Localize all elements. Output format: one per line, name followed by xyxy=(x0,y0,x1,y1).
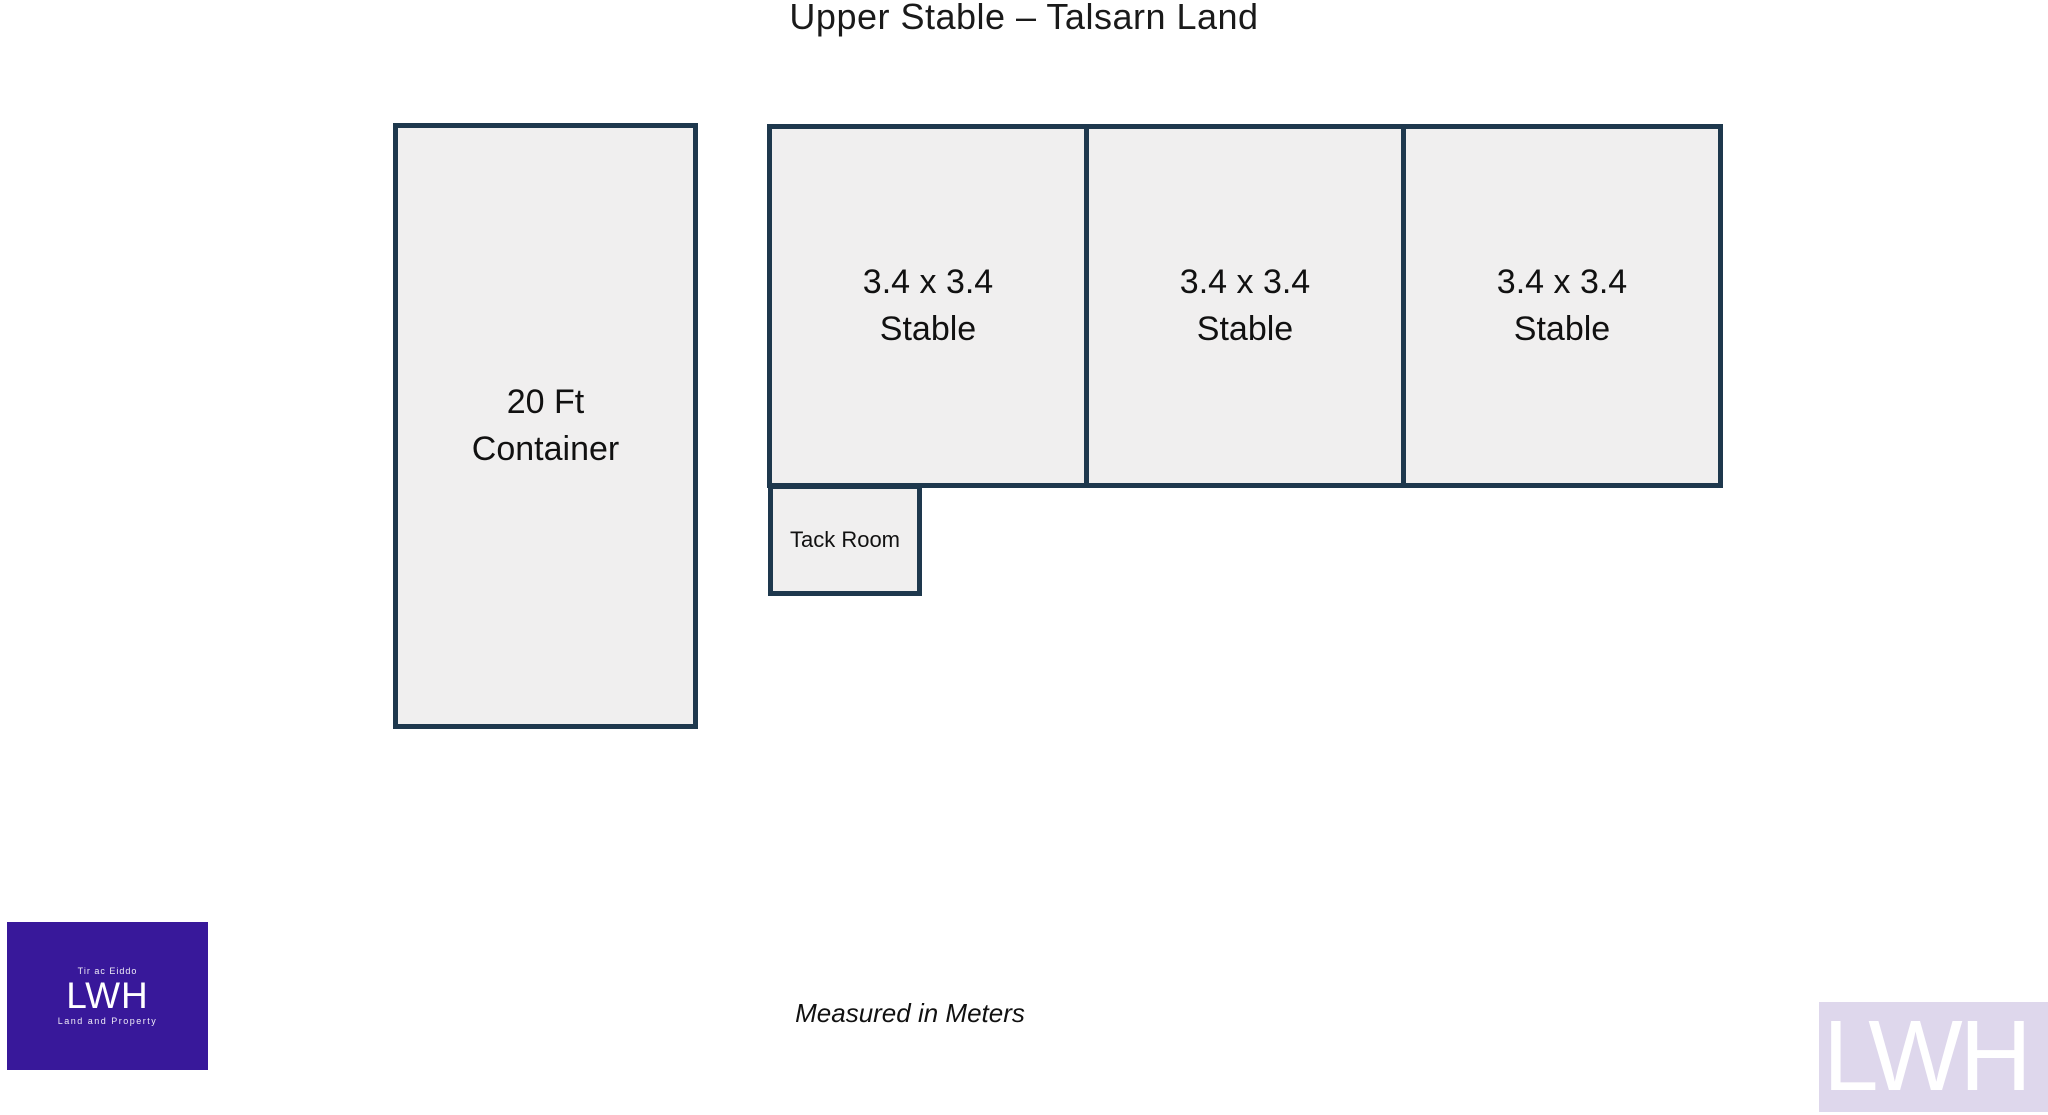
room-stable-3: 3.4 x 3.4 Stable xyxy=(1401,129,1718,483)
room-container: 20 Ft Container xyxy=(393,123,698,729)
stable-block: 3.4 x 3.4 Stable 3.4 x 3.4 Stable 3.4 x … xyxy=(767,124,1723,488)
lwh-logo-tagline-bottom: Land and Property xyxy=(57,1016,158,1026)
room-tack: Tack Room xyxy=(768,484,922,596)
stable-2-name: Stable xyxy=(1196,310,1294,348)
stable-2-label: 3.4 x 3.4 Stable xyxy=(1180,259,1310,353)
room-stable-1: 3.4 x 3.4 Stable xyxy=(772,129,1084,483)
lwh-logo-initials: LWH xyxy=(66,975,149,1016)
lwh-watermark: LWH xyxy=(1819,1002,2048,1112)
stable-3-name: Stable xyxy=(1513,310,1611,348)
lwh-logo-tagline-top: Tir ac Eiddo xyxy=(77,966,138,976)
container-label: 20 Ft Container xyxy=(472,379,619,473)
stable-2-size: 3.4 x 3.4 xyxy=(1179,263,1311,301)
stable-1-size: 3.4 x 3.4 xyxy=(862,263,994,301)
stable-3-label: 3.4 x 3.4 Stable xyxy=(1497,259,1627,353)
stable-3-size: 3.4 x 3.4 xyxy=(1496,263,1628,301)
page-title: Upper Stable – Talsarn Land xyxy=(789,0,1259,37)
container-label-line1: 20 Ft xyxy=(506,383,585,421)
lwh-logo: Tir ac Eiddo LWH Land and Property xyxy=(7,922,208,1070)
room-stable-2: 3.4 x 3.4 Stable xyxy=(1084,129,1401,483)
tack-room-label: Tack Room xyxy=(789,527,901,552)
stable-1-name: Stable xyxy=(879,310,977,348)
measurement-note: Measured in Meters xyxy=(795,998,1025,1028)
container-label-line2: Container xyxy=(471,430,620,468)
stable-1-label: 3.4 x 3.4 Stable xyxy=(863,259,993,353)
